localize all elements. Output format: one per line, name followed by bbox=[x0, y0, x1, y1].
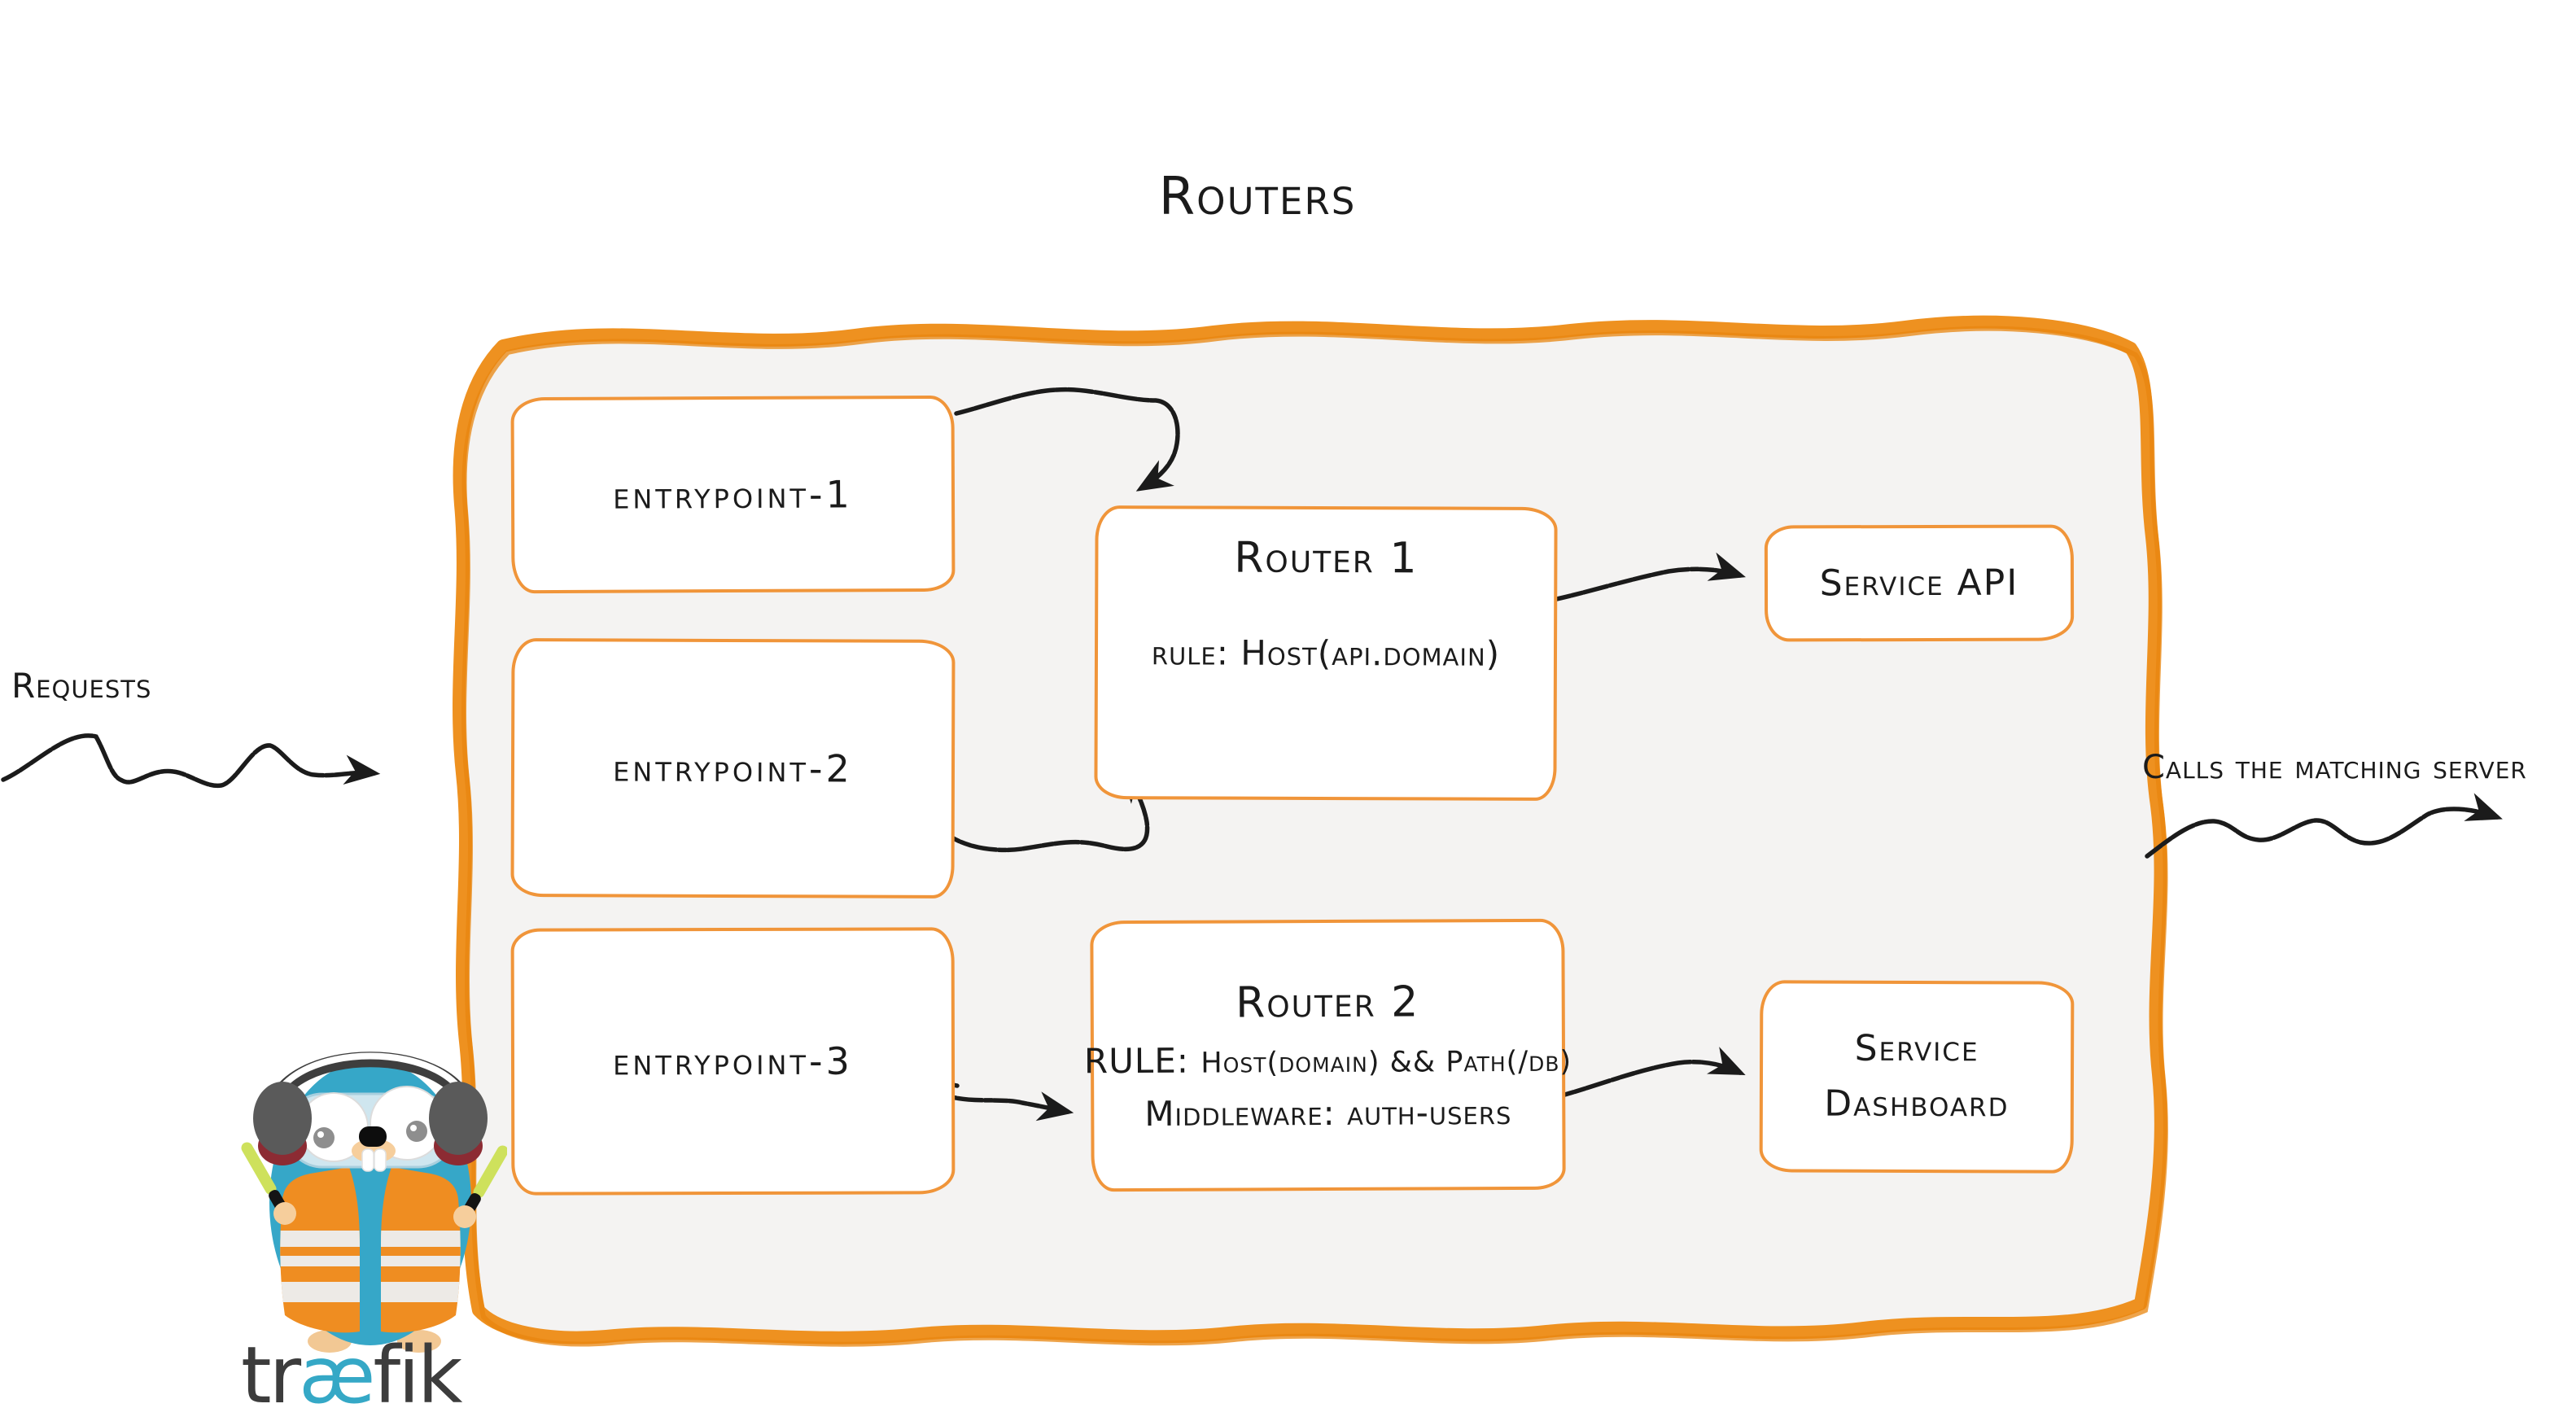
calls-matching-server-label: Calls the matching server bbox=[2142, 749, 2527, 786]
router-1-rule: rule: Host(api.domain) bbox=[1152, 632, 1500, 673]
gopher-right-hand bbox=[453, 1205, 476, 1228]
requests-arrow bbox=[1, 733, 381, 789]
gopher-teeth bbox=[361, 1148, 387, 1172]
arrow-entrypoint1-to-router1 bbox=[954, 387, 1180, 492]
router-2-name: Router 2 bbox=[1235, 977, 1420, 1027]
requests-label: Requests bbox=[11, 666, 152, 706]
service-dashboard-box: Service Dashboard bbox=[1759, 980, 2075, 1174]
entrypoint-2-label: entrypoint-2 bbox=[613, 746, 853, 791]
arrow-entrypoint2-to-router1 bbox=[942, 767, 1154, 853]
arrow-router1-to-service-api bbox=[1550, 552, 1747, 602]
service-dashboard-label-line2: Dashboard bbox=[1824, 1082, 2010, 1126]
router-1-name: Router 1 bbox=[1234, 533, 1419, 584]
service-api-label: Service API bbox=[1819, 562, 2019, 604]
gopher-left-hand bbox=[273, 1202, 296, 1225]
gopher-left-pupil bbox=[313, 1127, 335, 1148]
entrypoint-3-label: entrypoint-3 bbox=[613, 1039, 853, 1084]
wordmark-end: fik bbox=[373, 1330, 462, 1408]
traefik-gopher-logo bbox=[241, 1052, 507, 1353]
gopher-right-pupil bbox=[406, 1121, 427, 1142]
router-2-middleware-value: auth-users bbox=[1346, 1091, 1512, 1133]
entrypoint-2-box: entrypoint-2 bbox=[510, 638, 956, 899]
gopher-headphones bbox=[253, 1052, 488, 1165]
router-1-rule-value: Host(api.domain) bbox=[1240, 632, 1501, 674]
service-api-box: Service API bbox=[1764, 524, 2075, 642]
router-2-rule-label: RULE: bbox=[1083, 1040, 1201, 1081]
page-title: Routers bbox=[1158, 167, 1357, 227]
entrypoint-3-box: entrypoint-3 bbox=[510, 927, 956, 1196]
router-2-middleware-label: Middleware: bbox=[1144, 1092, 1348, 1134]
entrypoint-1-label: entrypoint-1 bbox=[613, 471, 853, 518]
wordmark-ligature: æ bbox=[299, 1330, 375, 1408]
gopher-right-foot bbox=[397, 1330, 441, 1353]
service-dashboard-label-line1: Service bbox=[1854, 1027, 1979, 1070]
gopher-nose bbox=[359, 1126, 387, 1147]
router-2-rule-value: Host(domain) && Path(/db) bbox=[1201, 1045, 1572, 1080]
router-2-rule: RULE: Host(domain) && Path(/db) bbox=[1084, 1039, 1572, 1081]
router-2-box: Router 2 RULE: Host(domain) && Path(/db)… bbox=[1084, 918, 1572, 1192]
calls-matching-server-arrow bbox=[2145, 793, 2503, 859]
entrypoint-1-box: entrypoint-1 bbox=[510, 395, 956, 594]
router-1-box: Router 1 rule: Host(api.domain) bbox=[1094, 505, 1558, 801]
router-2-middleware: Middleware: auth-users bbox=[1144, 1092, 1511, 1134]
router-1-rule-label: rule: bbox=[1151, 632, 1241, 673]
arrow-router2-to-service-dashboard bbox=[1554, 1047, 1746, 1100]
wordmark-start: tr bbox=[241, 1330, 301, 1408]
traefik-wordmark: træfik bbox=[241, 1330, 462, 1408]
